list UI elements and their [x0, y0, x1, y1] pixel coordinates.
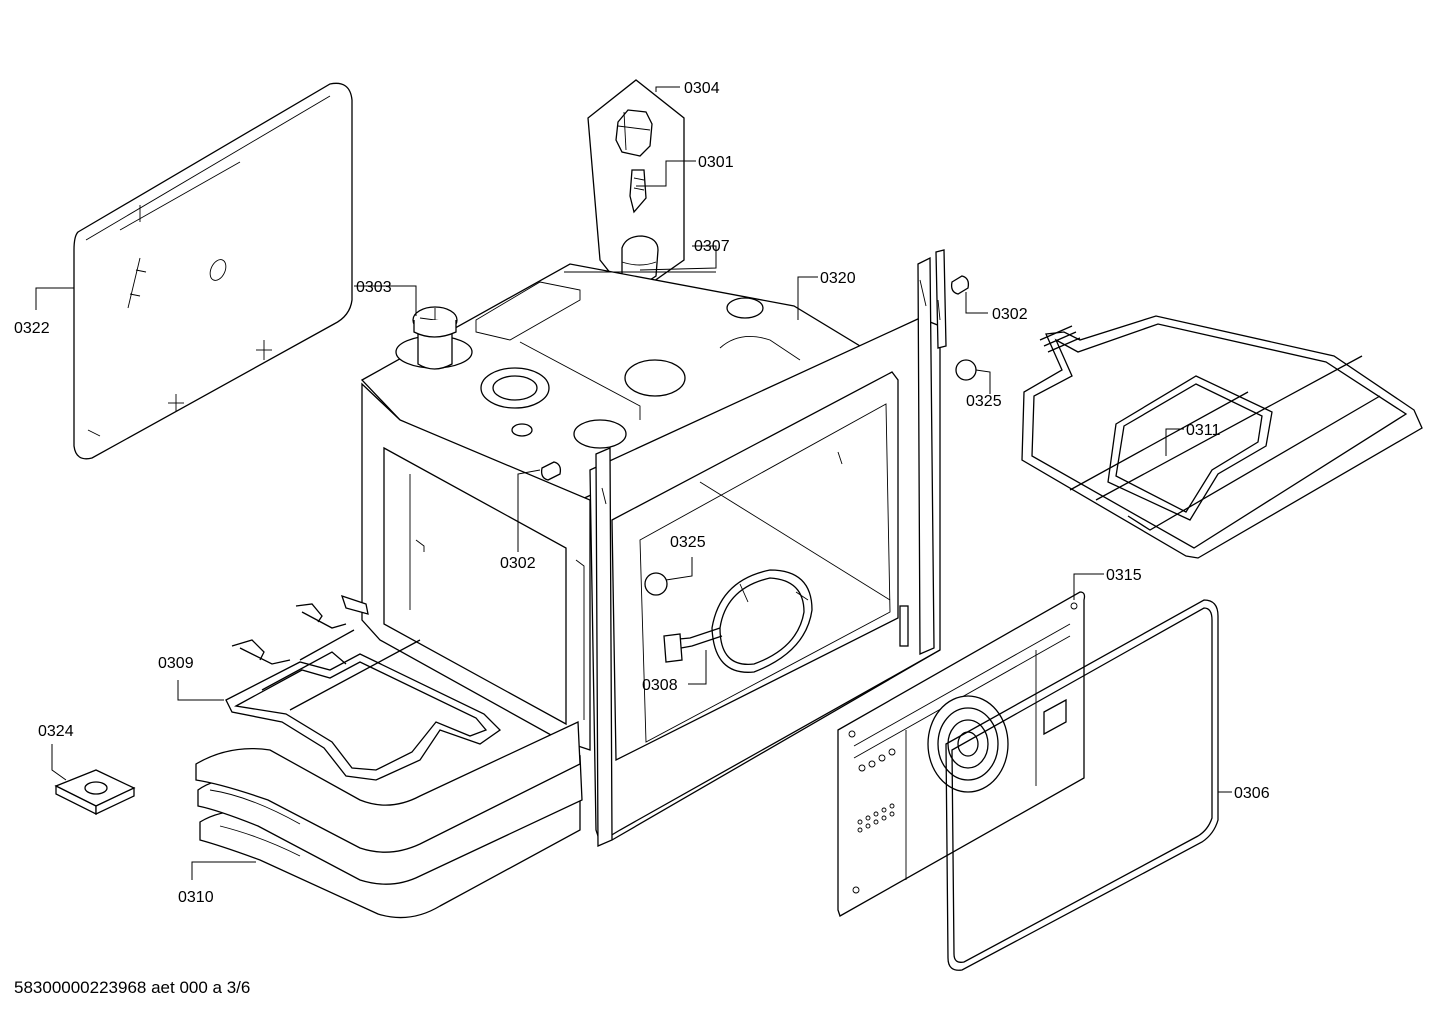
label-0324: 0324	[38, 723, 74, 740]
label-0307: 0307	[694, 238, 730, 255]
fan-motor-part	[395, 306, 473, 370]
round-heating-element-part	[663, 569, 813, 673]
label-0322: 0322	[14, 320, 50, 337]
document-reference: 58300000223968 aet 000 a 3/6	[14, 978, 251, 997]
label-0303: 0303	[356, 279, 392, 296]
label-0301: 0301	[698, 154, 734, 171]
bottom-heating-element-part	[225, 594, 502, 781]
part-labels: 0304 0301 0307 0320 0302 0302 0303 0322 …	[14, 80, 1270, 906]
oven-cavity-part	[360, 249, 947, 847]
lamp-holder-part	[540, 275, 977, 596]
square-pad-part	[54, 769, 136, 816]
label-0308: 0308	[642, 677, 678, 694]
door-gasket-part	[945, 599, 1219, 971]
label-0304: 0304	[684, 80, 720, 97]
leader-lines	[35, 86, 1232, 880]
lamp-assembly-part	[587, 79, 685, 299]
label-0302-left: 0302	[500, 555, 536, 572]
label-0311: 0311	[1186, 422, 1221, 439]
side-panel-part	[73, 82, 353, 460]
insulation-mat-part	[195, 720, 583, 919]
label-0320: 0320	[820, 270, 856, 287]
label-0310: 0310	[178, 889, 214, 906]
label-0306: 0306	[1234, 785, 1270, 802]
label-0302-right: 0302	[992, 306, 1028, 323]
label-0315: 0315	[1106, 567, 1142, 584]
label-0325-inside: 0325	[670, 534, 706, 551]
label-0309: 0309	[158, 655, 194, 672]
top-heating-element-part	[1021, 315, 1423, 559]
label-0325-right: 0325	[966, 393, 1002, 410]
